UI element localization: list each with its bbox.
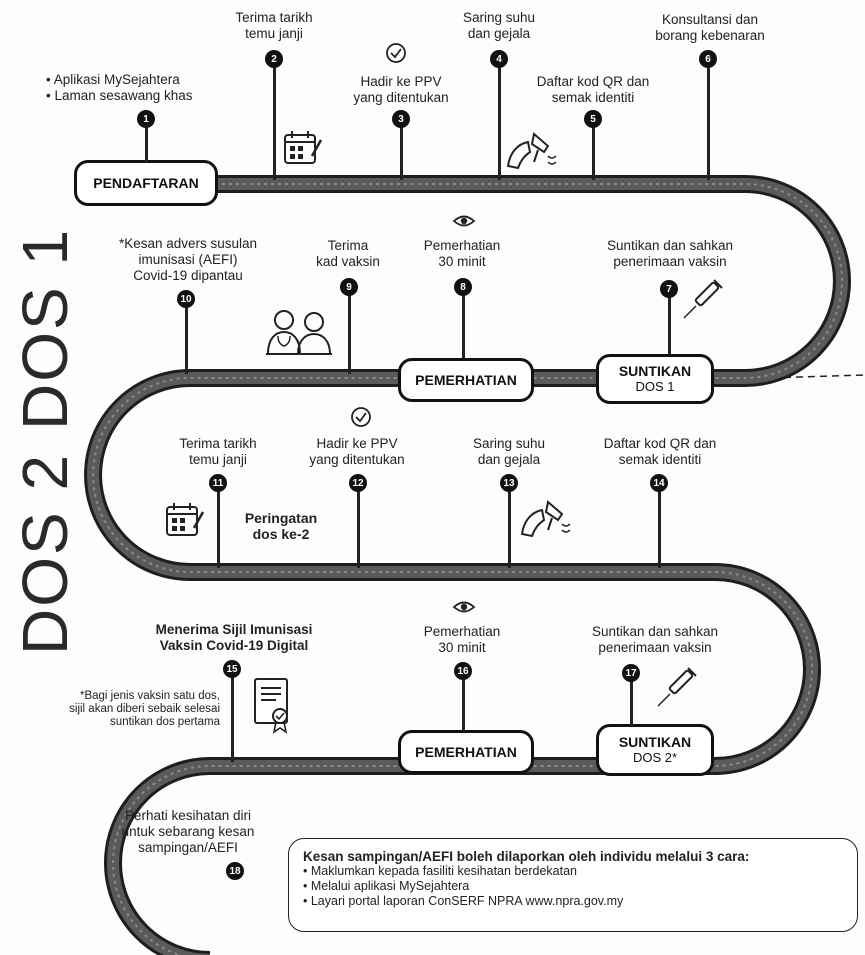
doctor-patient-icon: [266, 310, 332, 355]
thermometer-scan-icon: [520, 500, 571, 538]
eye-icon: [452, 601, 476, 613]
dose-2-label: DOS 2: [9, 452, 81, 655]
aefi-report-item: Melalui aplikasi MySejahtera: [303, 879, 843, 894]
step-12-stem: [357, 490, 360, 568]
stage-injection-1-title: SUNTIKAN: [618, 363, 692, 379]
step-10-badge: 10: [177, 290, 195, 308]
step-7-badge: 7: [660, 280, 678, 298]
step-13-badge: 13: [500, 474, 518, 492]
step-4-badge: 4: [490, 50, 508, 68]
step-7-stem: [668, 294, 671, 354]
step-16-badge: 16: [454, 662, 472, 680]
step-1-stem: [145, 126, 148, 162]
calendar-icon: [166, 503, 204, 536]
step-11-badge: 11: [209, 474, 227, 492]
stage-observation-2: PEMERHATIAN: [398, 730, 534, 774]
stage-registration: PENDAFTARAN: [74, 160, 218, 206]
step-11-stem: [217, 490, 220, 568]
aefi-report-item: Maklumkan kepada fasiliti kesihatan berd…: [303, 864, 843, 879]
step-5-badge: 5: [584, 110, 602, 128]
step-6-badge: 6: [699, 50, 717, 68]
step-15-stem: [231, 676, 234, 762]
step-15-badge: 15: [223, 660, 241, 678]
aefi-report-item: Layari portal laporan ConSERF NPRA www.n…: [303, 894, 843, 909]
step-3-badge: 3: [392, 110, 410, 128]
aefi-report-box: Kesan sampingan/AEFI boleh dilaporkan ol…: [288, 838, 858, 932]
step-18-badge: 18: [226, 862, 244, 880]
stage-injection-2-sub: DOS 2*: [632, 750, 678, 765]
thermometer-scan-icon: [506, 132, 557, 170]
stage-observation-2-title: PEMERHATIAN: [415, 743, 517, 760]
step-9-badge: 9: [340, 278, 358, 296]
single-dose-note: *Bagi jenis vaksin satu dos,sijil akan d…: [69, 690, 220, 728]
step-8-badge: 8: [454, 278, 472, 296]
step-2-badge: 2: [265, 50, 283, 68]
step-17-stem: [630, 680, 633, 726]
step-6-stem: [707, 66, 710, 180]
step-14-badge: 14: [650, 474, 668, 492]
step-3-stem: [400, 126, 403, 180]
step-2-stem: [273, 66, 276, 180]
step-1-badge: 1: [137, 110, 155, 128]
dose-1-label: DOS 1: [9, 227, 81, 430]
step-13-stem: [508, 490, 511, 568]
stage-injection-1: SUNTIKAN DOS 1: [596, 354, 714, 404]
step-9-stem: [348, 294, 351, 374]
stage-registration-title: PENDAFTARAN: [93, 174, 199, 191]
check-circle-icon: [351, 407, 371, 427]
step-5-stem: [592, 126, 595, 180]
step-17-badge: 17: [622, 664, 640, 682]
step-8-stem: [462, 294, 465, 358]
stage-observation-1-title: PEMERHATIAN: [415, 371, 517, 388]
calendar-icon: [284, 131, 322, 164]
certificate-icon: [254, 678, 288, 734]
stage-injection-1-sub: DOS 1: [635, 379, 675, 394]
step-16-stem: [462, 678, 465, 730]
stage-injection-2-title: SUNTIKAN: [618, 734, 692, 750]
check-circle-icon: [386, 43, 406, 63]
aefi-report-title: Kesan sampingan/AEFI boleh dilaporkan ol…: [303, 849, 750, 864]
step-1-label: • Aplikasi MySejahtera• Laman sesawang k…: [46, 72, 193, 103]
step-4-stem: [498, 66, 501, 180]
stage-observation-1: PEMERHATIAN: [398, 358, 534, 402]
syringe-icon: [657, 667, 697, 707]
step-12-badge: 12: [349, 474, 367, 492]
eye-icon: [452, 215, 476, 227]
step-10-stem: [185, 306, 188, 374]
stage-injection-2: SUNTIKAN DOS 2*: [596, 724, 714, 776]
road-surface: [87, 178, 848, 955]
step-14-stem: [658, 490, 661, 568]
syringe-icon: [683, 279, 723, 319]
